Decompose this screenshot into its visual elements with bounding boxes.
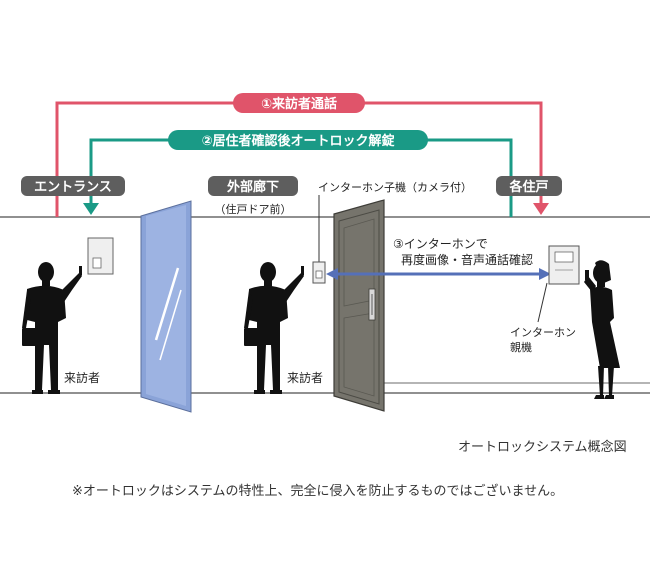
- zone-unit-pill: [496, 176, 562, 196]
- flow2-arrowhead: [83, 203, 99, 215]
- visitor-door-silhouette: [244, 262, 304, 394]
- main-intercom-pointer: [537, 282, 548, 323]
- visitor-entrance-silhouette: [22, 262, 82, 394]
- door-intercom-camera-unit: [312, 261, 326, 284]
- flow1-arrowhead: [533, 203, 549, 215]
- disclaimer-text: ※オートロックはシステムの特性上、完全に侵入を防止するものではございません。: [72, 484, 564, 499]
- door-intercom-label: インターホン子機（カメラ付）: [318, 180, 472, 194]
- flow1-label: ①来訪者通話: [261, 96, 337, 112]
- flow2-label: ②居住者確認後オートロック解錠: [201, 133, 395, 149]
- zone-corridor-label: 外部廊下: [226, 179, 279, 195]
- zone-entrance-label: エントランス: [34, 180, 112, 195]
- flow3-label-line1: ③インターホンで: [393, 237, 488, 251]
- diagram-caption: オートロックシステム概念図: [458, 440, 627, 455]
- flow2-line: [89, 138, 513, 217]
- zone-unit-label: 各住戸: [508, 179, 548, 195]
- flow2-pill: [168, 130, 428, 150]
- resident-silhouette: [584, 260, 620, 399]
- main-intercom-unit: [548, 245, 580, 285]
- main-intercom-label-line2: 親機: [510, 340, 532, 354]
- unit-entrance-door: [333, 199, 385, 412]
- flow1-pill: [233, 93, 365, 113]
- zone-entrance-pill: [21, 176, 125, 196]
- zone-corridor-sublabel: （住戸ドア前）: [215, 202, 292, 216]
- flow3-label-line2: 再度画像・音声通話確認: [401, 252, 533, 267]
- entrance-intercom-panel: [87, 237, 114, 275]
- zone-corridor-pill: [208, 176, 298, 196]
- visitor-door-label: 来訪者: [287, 370, 323, 385]
- visitor-entrance-label: 来訪者: [64, 370, 100, 385]
- flow1-line: [55, 101, 543, 217]
- main-intercom-label-line1: インターホン: [510, 326, 576, 339]
- glass-autolock-door: [140, 200, 192, 413]
